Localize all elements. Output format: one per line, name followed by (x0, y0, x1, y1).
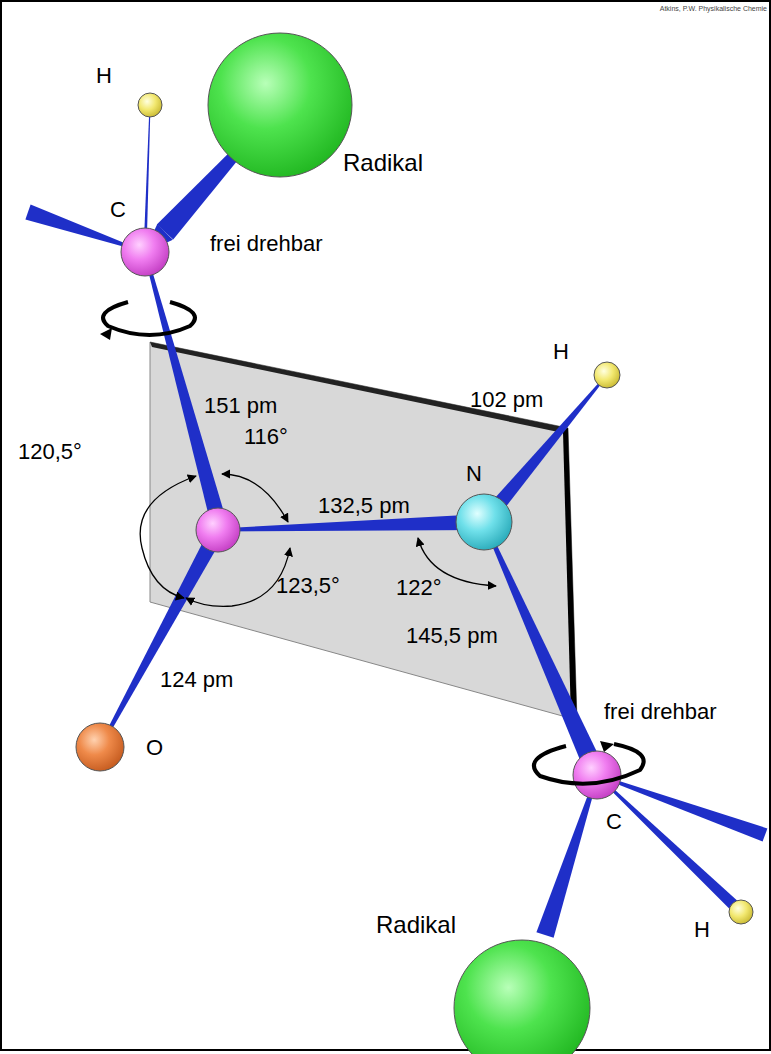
bond-wedge (99, 526, 225, 748)
atoms (76, 33, 753, 1054)
rotation-arrow (103, 302, 195, 335)
carbon-atom (196, 508, 240, 552)
atom-label: C (606, 810, 622, 834)
bond-length: 124 pm (160, 668, 233, 692)
nitrogen-atom (456, 494, 512, 550)
bond-angle: 123,5° (276, 574, 340, 598)
arrow-head (600, 741, 614, 752)
hydrogen-atom (729, 900, 753, 924)
rotation-arrow (534, 744, 644, 784)
angle-arcs (140, 474, 496, 606)
bond-length: 102 pm (470, 388, 543, 412)
atom-label: O (146, 736, 163, 760)
angle-arc (222, 474, 288, 522)
rotation-arrows (103, 302, 644, 784)
atom-label: H (694, 918, 710, 942)
carbon-atom (573, 751, 621, 799)
arrow-head (100, 328, 112, 340)
hydrogen-atom (594, 362, 620, 388)
atom-label: C (110, 198, 126, 222)
bond-length: 151 pm (204, 394, 277, 418)
plane-edge (563, 428, 577, 720)
oxygen-atom (76, 723, 124, 771)
radical-sphere (208, 33, 352, 177)
atom-label: N (466, 462, 482, 486)
angle-arc (140, 476, 196, 598)
bond-angle: 122° (396, 576, 442, 600)
atom-label: H (96, 64, 112, 88)
radical-label: Radikal (343, 150, 423, 176)
bond-length: 145,5 pm (406, 624, 498, 648)
bond-wedge (144, 252, 226, 522)
hydrogen-atom (138, 93, 162, 117)
bond-angle: 116° (244, 425, 288, 449)
peptide-plane (150, 342, 577, 720)
angle-arc (186, 548, 290, 606)
source-note: Atkins, P.W. Physikalische Chemie (660, 5, 767, 13)
bond-wedges (25, 104, 767, 938)
rotation-label: frei drehbar (210, 232, 323, 256)
atom-label: H (553, 340, 569, 364)
plane-edge (150, 342, 568, 434)
radical-label: Radikal (376, 912, 456, 938)
carbon-atom (121, 228, 169, 276)
bond-wedge (597, 774, 768, 842)
rotation-label: frei drehbar (604, 700, 717, 724)
bond-wedge (596, 774, 745, 916)
radical-sphere (454, 940, 590, 1054)
bond-wedge (536, 775, 598, 938)
bond-angle: 120,5° (18, 440, 82, 464)
bond-length: 132,5 pm (318, 494, 410, 518)
bond-wedge (483, 521, 606, 779)
